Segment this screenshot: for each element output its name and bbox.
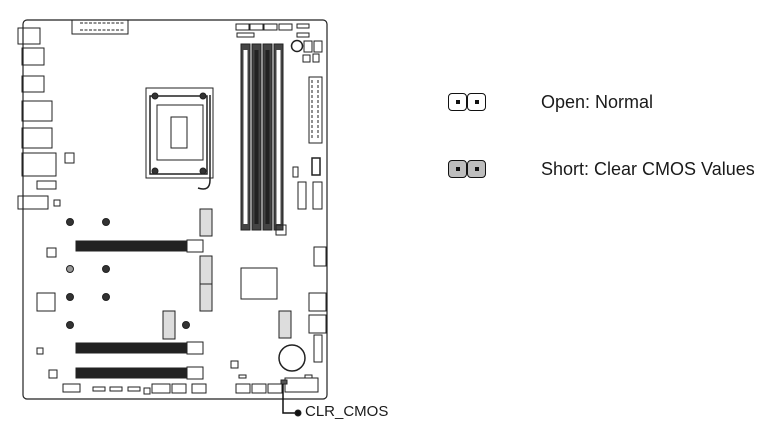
jumper-short-icon — [448, 160, 486, 178]
right-headers — [292, 157, 327, 363]
cmos-battery — [278, 344, 306, 372]
misc-squares — [36, 247, 239, 379]
legend-open-label: Open: Normal — [541, 91, 654, 112]
cpu-socket — [145, 87, 214, 190]
mounting-screws — [66, 218, 190, 329]
legend-short: Short: Clear CMOS Values — [448, 159, 755, 179]
rear-io — [17, 27, 75, 210]
legend-short-label: Short: Clear CMOS Values — [541, 158, 755, 179]
m2-slots — [162, 208, 292, 340]
clr-cmos-label: CLR_CMOS — [305, 403, 389, 420]
atx-power-connector — [308, 76, 323, 144]
clr-cmos-jumper — [280, 379, 302, 417]
legend-open: Open: Normal — [448, 92, 653, 112]
chipset — [240, 267, 278, 300]
cpu-power-connector — [71, 19, 129, 35]
dimm-slots — [240, 43, 287, 236]
bottom-headers — [62, 374, 319, 395]
pcie-slots — [75, 239, 204, 380]
top-headers — [235, 23, 323, 63]
jumper-open-icon — [448, 93, 486, 111]
